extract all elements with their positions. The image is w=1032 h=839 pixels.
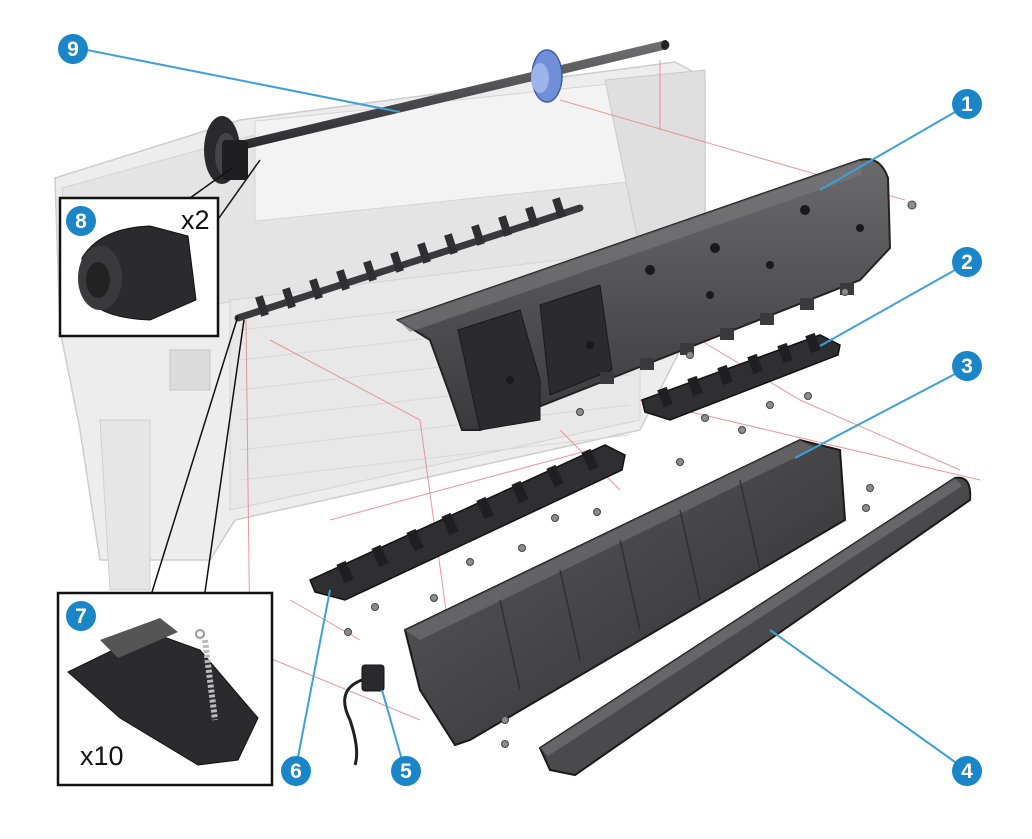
callout-leaders	[86, 49, 956, 763]
part-5-sensor	[343, 664, 385, 766]
svg-text:9: 9	[67, 38, 79, 61]
spindle-hub-black	[204, 116, 248, 184]
callout-badge-5: 5	[391, 756, 421, 786]
svg-text:5: 5	[400, 760, 412, 783]
screws	[344, 200, 917, 748]
callout-badge-6: 6	[281, 756, 311, 786]
part-4-deflector	[538, 476, 972, 777]
pinch-arm-illustration	[67, 618, 259, 766]
part-1-cover	[395, 158, 892, 431]
svg-text:4: 4	[961, 760, 973, 783]
inset-8-quantity: x2	[181, 205, 210, 235]
spindle-hub-blue	[531, 49, 563, 103]
svg-text:3: 3	[961, 355, 973, 378]
callout-badge-1: 1	[952, 89, 982, 119]
callout-badge-3: 3	[952, 351, 982, 381]
callout-badge-9: 9	[58, 34, 88, 64]
callout-badge-2: 2	[952, 247, 982, 277]
callout-badge-4: 4	[952, 756, 982, 786]
callout-badge-8: 8	[66, 206, 96, 236]
svg-text:2: 2	[961, 251, 973, 274]
svg-text:7: 7	[75, 605, 87, 628]
inset-7: x10	[56, 315, 274, 787]
pinch-wheel-row	[234, 197, 584, 322]
callout-badge-7: 7	[66, 601, 96, 631]
part-3-platen	[403, 438, 847, 747]
svg-text:8: 8	[75, 210, 87, 233]
part-6-holder	[309, 444, 626, 601]
svg-text:6: 6	[290, 760, 302, 783]
svg-text:1: 1	[961, 93, 973, 116]
inset-7-quantity: x10	[80, 741, 124, 771]
hub-illustration	[78, 225, 197, 321]
part-9-spindle	[204, 40, 670, 184]
part-2-holder	[641, 332, 841, 421]
